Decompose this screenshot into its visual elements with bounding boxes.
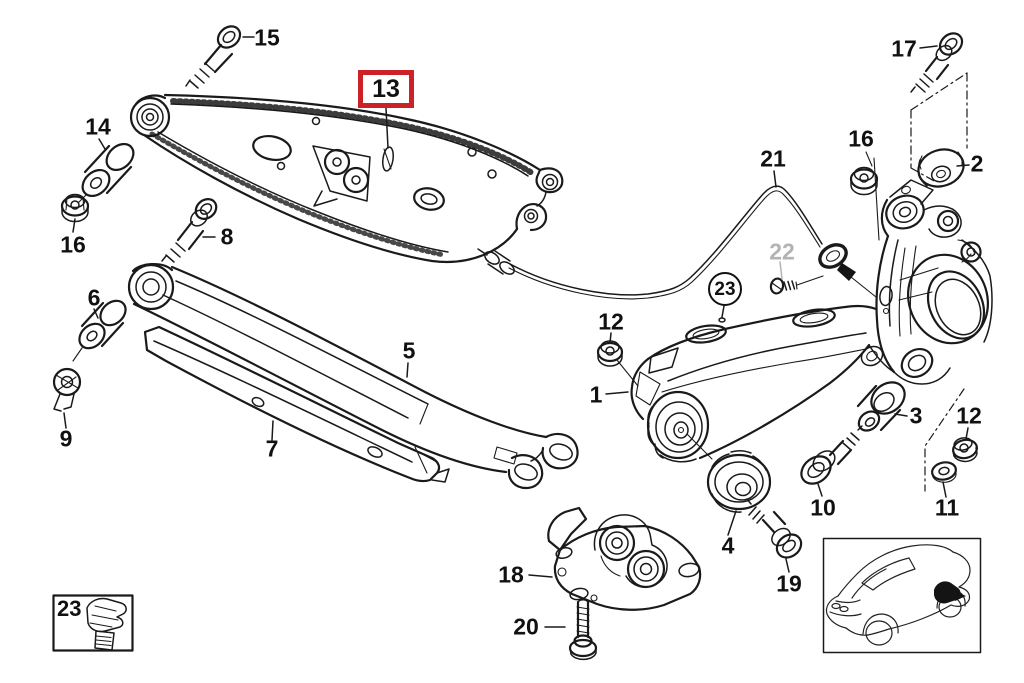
callout-9[interactable]: 9 xyxy=(59,425,73,452)
nut-12-left-art xyxy=(596,332,639,387)
bushing-2-art xyxy=(917,148,970,188)
callout-11[interactable]: 11 xyxy=(934,494,960,521)
bushing-14-art xyxy=(78,138,135,203)
callout-8[interactable]: 8 xyxy=(220,223,234,250)
nut-16-left-art xyxy=(60,193,90,233)
callout-12-right[interactable]: 12 xyxy=(956,402,982,429)
callout-2[interactable]: 2 xyxy=(970,150,984,177)
bushing-4-art xyxy=(706,449,772,536)
callout-20[interactable]: 20 xyxy=(513,613,539,640)
bolt-10-art xyxy=(800,425,863,497)
clip-location-leader-art xyxy=(718,305,726,323)
callout-4[interactable]: 4 xyxy=(721,532,735,559)
bushing-3-art xyxy=(856,381,965,492)
callout-14[interactable]: 14 xyxy=(85,113,111,140)
wheel-carrier-art xyxy=(868,179,993,385)
callout-17[interactable]: 17 xyxy=(891,35,917,62)
legend-box-art xyxy=(52,594,134,652)
bolt-15-art xyxy=(185,25,255,89)
nut-16-right-art xyxy=(849,151,880,241)
callout-22-muted[interactable]: 22 xyxy=(769,238,795,265)
callout-23-boxed[interactable]: 23 xyxy=(57,596,82,621)
callout-7[interactable]: 7 xyxy=(265,435,279,462)
callout-18[interactable]: 18 xyxy=(498,561,524,588)
callout-6[interactable]: 6 xyxy=(87,284,101,311)
upper-control-arm-art xyxy=(129,93,564,263)
bushing-6-art xyxy=(72,299,127,362)
callout-16-left[interactable]: 16 xyxy=(60,231,86,258)
screw-20-art xyxy=(544,599,598,661)
callout-10[interactable]: 10 xyxy=(810,494,836,521)
bolt-8-art xyxy=(161,198,218,263)
abs-sensor-cable-art xyxy=(477,170,877,300)
car-location-inset xyxy=(822,537,982,654)
callout-3[interactable]: 3 xyxy=(909,402,923,429)
bolt-17-art xyxy=(910,32,968,183)
callout-19[interactable]: 19 xyxy=(776,570,802,597)
callout-23-circled[interactable]: 23 xyxy=(708,272,742,306)
callout-16-right[interactable]: 16 xyxy=(848,125,874,152)
bolt-19-art xyxy=(746,498,803,573)
callout-13-highlighted[interactable]: 13 xyxy=(358,70,414,108)
cover-strip-art xyxy=(143,325,450,483)
callout-1[interactable]: 1 xyxy=(589,381,603,408)
screw-22-art xyxy=(769,261,824,295)
trailing-arm-art xyxy=(127,263,579,490)
axle-support-art xyxy=(605,304,884,463)
callout-12-left[interactable]: 12 xyxy=(598,308,624,335)
washer-11-art xyxy=(931,461,957,498)
nut-12-right-art xyxy=(952,427,978,463)
callout-5[interactable]: 5 xyxy=(402,337,416,364)
bracket-18-art xyxy=(528,506,702,611)
callout-15[interactable]: 15 xyxy=(254,24,280,51)
clip-9-art xyxy=(52,367,82,429)
callout-21[interactable]: 21 xyxy=(760,145,786,172)
